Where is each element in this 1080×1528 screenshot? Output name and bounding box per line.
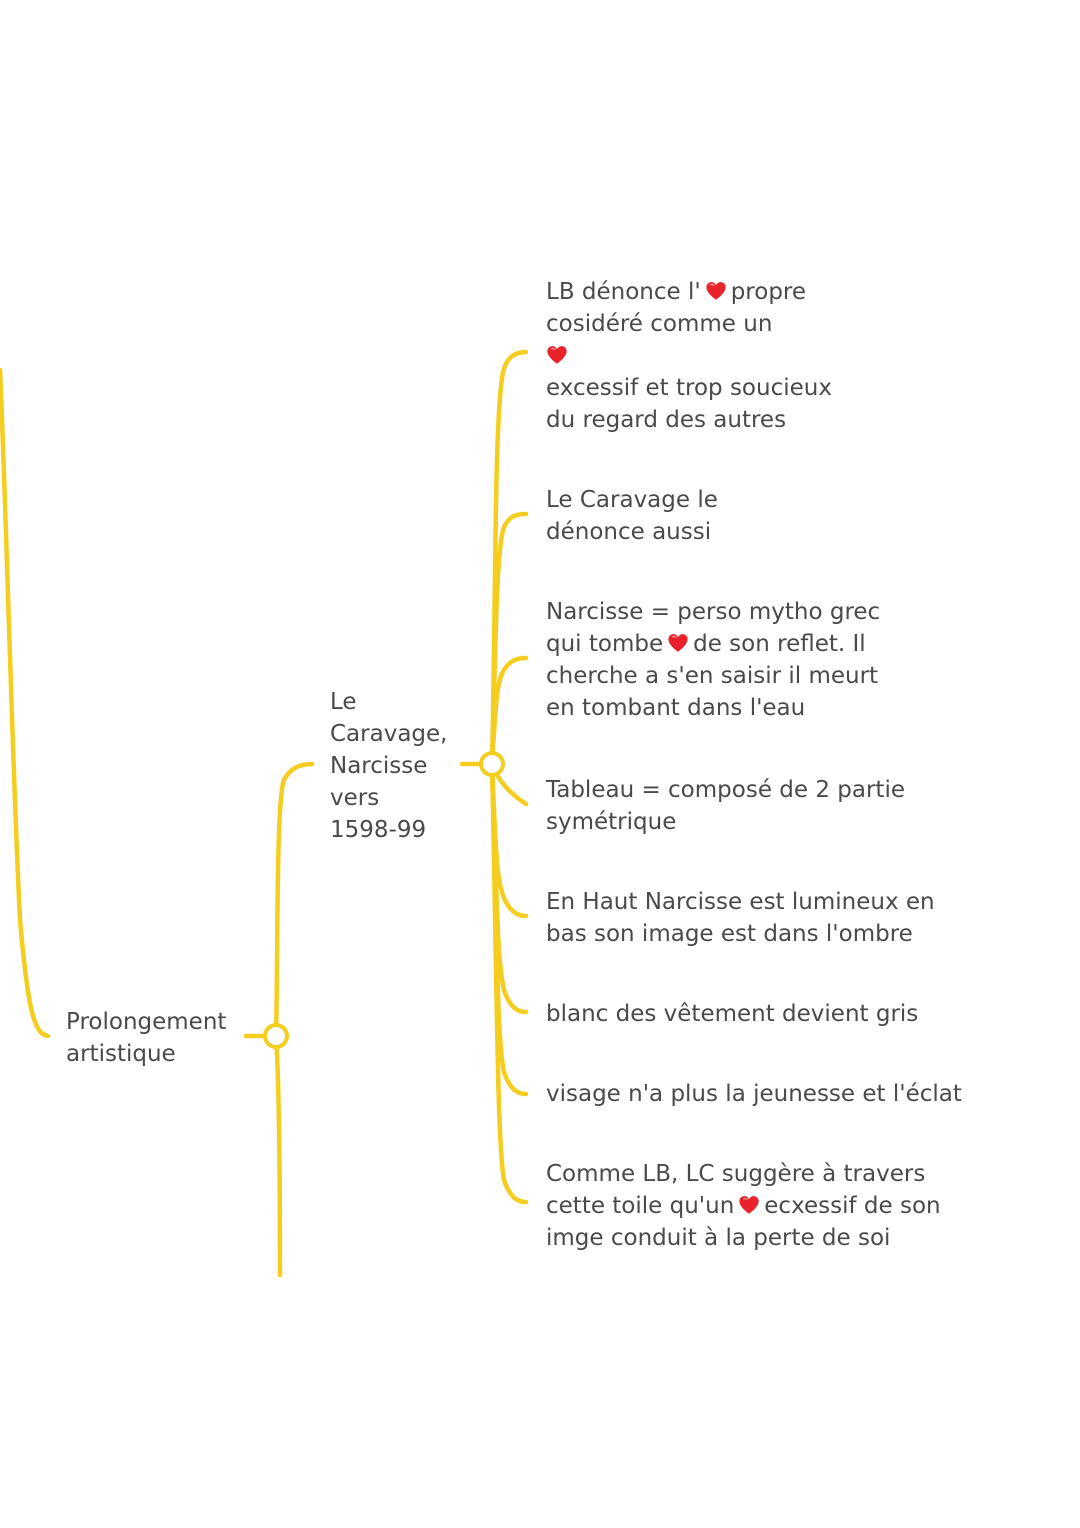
red-heart-icon bbox=[546, 344, 568, 366]
leaf-8-line-2-text: cette toile qu'un bbox=[546, 1193, 735, 1219]
leaf-1-line-1: LB dénonce l' propre bbox=[546, 276, 832, 308]
leaf-node-visage[interactable]: visage n'a plus la jeunesse et l'éclat bbox=[546, 1078, 962, 1110]
leaf-3-line-3: cherche a s'en saisir il meurt bbox=[546, 663, 879, 689]
leaf-1-line-4: excessif et trop soucieux bbox=[546, 375, 832, 401]
leaf-1-line-1-text: LB dénonce l' bbox=[546, 279, 701, 305]
leaf-3-line-1: Narcisse = perso mytho grec bbox=[546, 599, 881, 625]
leaf-1-line-3 bbox=[546, 340, 832, 372]
leaf-8-line-3: imge conduit à la perte de soi bbox=[546, 1225, 891, 1251]
leaf-4-line-2: symétrique bbox=[546, 809, 677, 835]
branch-to-leaf-2 bbox=[489, 511, 529, 767]
leaf-3-line-2-text: qui tombe bbox=[546, 631, 664, 657]
leaf-3-line-4: en tombant dans l'eau bbox=[546, 695, 806, 721]
leaf-5-line-1: En Haut Narcisse est lumineux en bbox=[546, 889, 935, 915]
leaf-8-line-1: Comme LB, LC suggère à travers bbox=[546, 1161, 926, 1187]
node-caravage-line-3: Narcisse bbox=[330, 753, 428, 779]
node-caravage-narcisse[interactable]: Le Caravage, Narcisse vers 1598-99 bbox=[330, 686, 447, 846]
node-prolongement-line-1: Prolongement bbox=[66, 1009, 227, 1035]
leaf-1-line-1-after: propre bbox=[730, 279, 807, 305]
leaf-7-line-1: visage n'a plus la jeunesse et l'éclat bbox=[546, 1081, 962, 1107]
node-prolongement-artistique[interactable]: Prolongement artistique bbox=[66, 1006, 226, 1070]
branch-prolongement-to-caravage bbox=[273, 761, 315, 1039]
node-caravage-line-5: 1598-99 bbox=[330, 817, 427, 843]
leaf-8-line-2-after: ecxessif de son bbox=[764, 1193, 941, 1219]
leaf-6-line-1: blanc des vêtement devient gris bbox=[546, 1001, 919, 1027]
node-caravage-line-1: Le bbox=[330, 689, 357, 715]
leaf-node-tableau-symetrique[interactable]: Tableau = composé de 2 partie symétrique bbox=[546, 774, 905, 838]
leaf-node-comme-lb[interactable]: Comme LB, LC suggère à travers cette toi… bbox=[546, 1158, 941, 1254]
leaf-node-blanc-gris[interactable]: blanc des vêtement devient gris bbox=[546, 998, 918, 1030]
red-heart-icon bbox=[667, 632, 689, 654]
leaf-1-line-5: du regard des autres bbox=[546, 407, 787, 433]
branch-to-leaf-3 bbox=[489, 655, 529, 767]
leaf-1-line-2: cosidéré comme un bbox=[546, 311, 773, 337]
red-heart-icon bbox=[738, 1194, 760, 1216]
branch-prolongement-down bbox=[273, 1033, 283, 1278]
leaf-node-caravage-denonce[interactable]: Le Caravage le dénonce aussi bbox=[546, 484, 718, 548]
leaf-4-line-1: Tableau = composé de 2 partie bbox=[546, 777, 905, 803]
branch-to-leaf-8 bbox=[489, 761, 529, 1205]
leaf-3-line-2-after: de son reflet. Il bbox=[693, 631, 866, 657]
node-caravage-line-2: Caravage, bbox=[330, 721, 448, 747]
node-prolongement-line-2: artistique bbox=[66, 1041, 176, 1067]
leaf-node-lb-denonce[interactable]: LB dénonce l' propre cosidéré comme un ex… bbox=[546, 276, 832, 436]
leaf-node-haut-bas[interactable]: En Haut Narcisse est lumineux en bas son… bbox=[546, 886, 935, 950]
leaf-node-narcisse-mythe[interactable]: Narcisse = perso mytho grec qui tombe de … bbox=[546, 596, 880, 724]
prolongement-hub-circle[interactable] bbox=[263, 1023, 289, 1049]
branch-root-to-prolongement bbox=[0, 367, 51, 1039]
leaf-5-line-2: bas son image est dans l'ombre bbox=[546, 921, 913, 947]
leaf-8-line-2: cette toile qu'un ecxessif de son bbox=[546, 1190, 941, 1222]
branch-connectors bbox=[0, 349, 529, 1278]
red-heart-icon bbox=[705, 280, 727, 302]
leaf-2-line-2: dénonce aussi bbox=[546, 519, 712, 545]
leaf-2-line-1: Le Caravage le bbox=[546, 487, 718, 513]
node-caravage-line-4: vers bbox=[330, 785, 380, 811]
caravage-hub-circle[interactable] bbox=[479, 751, 505, 777]
leaf-3-line-2: qui tombe de son reflet. Il bbox=[546, 628, 880, 660]
